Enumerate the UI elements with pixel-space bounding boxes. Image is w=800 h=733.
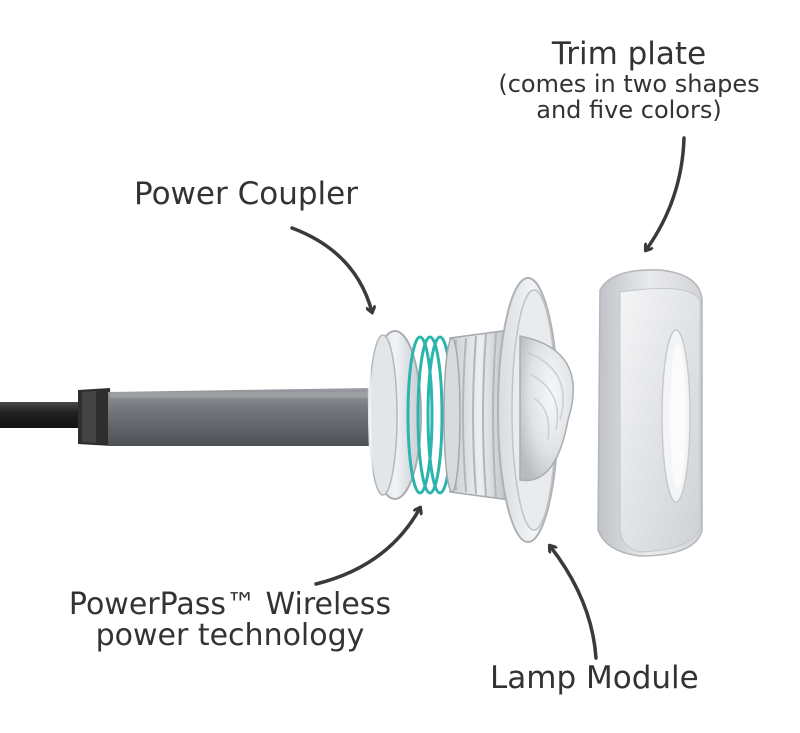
arrow-trim-plate (646, 136, 686, 250)
powerpass-label-line-1: PowerPass™ Wireless (68, 587, 392, 622)
arrow-lamp-module (550, 546, 598, 660)
trim-plate (597, 269, 703, 557)
arrow-powerpass (314, 508, 420, 586)
wireless-coils (406, 335, 454, 495)
trim-plate-subtitle-line-2: and five colors) (536, 96, 722, 125)
lamp-module (443, 277, 574, 543)
power-cable (0, 388, 112, 446)
lamp-module-label: Lamp Module (490, 660, 699, 696)
label-arrows (290, 136, 686, 660)
power-coupler-disc (367, 330, 422, 500)
powerpass-label: PowerPass™ Wireless power technology (40, 587, 420, 653)
arrow-power-coupler (290, 226, 372, 312)
trim-plate-subtitle-line-1: (comes in two shapes (498, 69, 760, 98)
powerpass-label-line-2: power technology (95, 617, 365, 653)
coupler-housing (108, 388, 376, 446)
power-coupler-label: Power Coupler (134, 176, 358, 212)
trim-plate-label: Trim plate (comes in two shapes and five… (470, 38, 788, 124)
trim-plate-title: Trim plate (551, 36, 707, 72)
